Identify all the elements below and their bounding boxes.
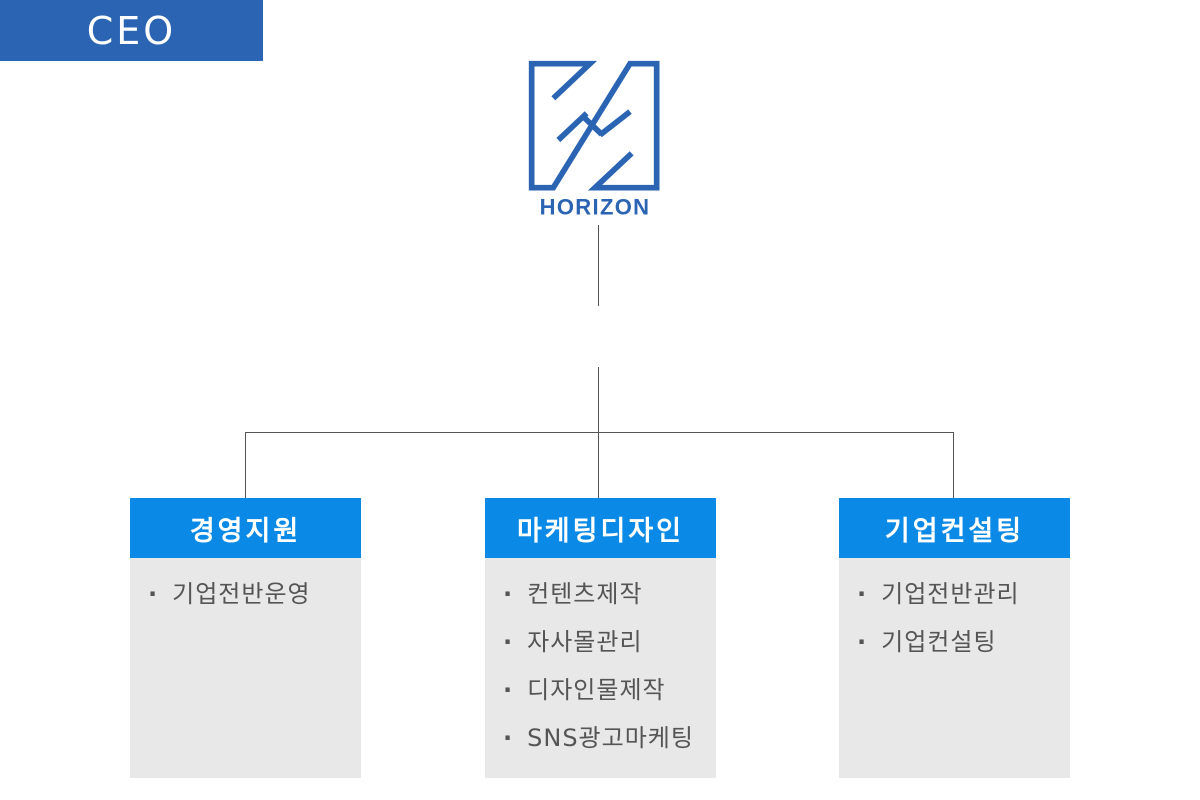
logo-text: HORIZON <box>540 194 651 219</box>
dept-item: SNS광고마케팅 <box>503 718 716 766</box>
dept-title: 기업컨설팅 <box>839 498 1070 558</box>
connector-logo-ceo <box>598 225 599 306</box>
dept-item: 컨텐츠제작 <box>503 574 716 622</box>
dept-marketing-design: 마케팅디자인 컨텐츠제작 자사몰관리 디자인물제작 SNS광고마케팅 <box>485 498 716 778</box>
ceo-box: CEO <box>0 0 263 61</box>
dept-item: 자사몰관리 <box>503 622 716 670</box>
dept-item: 기업전반운영 <box>148 574 361 622</box>
horizon-logo: HORIZON <box>528 60 660 219</box>
dept-management-support: 경영지원 기업전반운영 <box>130 498 361 778</box>
connector-left <box>245 432 246 498</box>
dept-title: 경영지원 <box>130 498 361 558</box>
dept-consulting: 기업컨설팅 기업전반관리 기업컨설팅 <box>839 498 1070 778</box>
dept-item: 디자인물제작 <box>503 670 716 718</box>
connector-horizontal <box>245 432 954 433</box>
connector-right <box>953 432 954 498</box>
dept-item: 기업컨설팅 <box>857 622 1070 670</box>
ceo-label: CEO <box>86 8 177 53</box>
dept-title: 마케팅디자인 <box>485 498 716 558</box>
dept-item: 기업전반관리 <box>857 574 1070 622</box>
